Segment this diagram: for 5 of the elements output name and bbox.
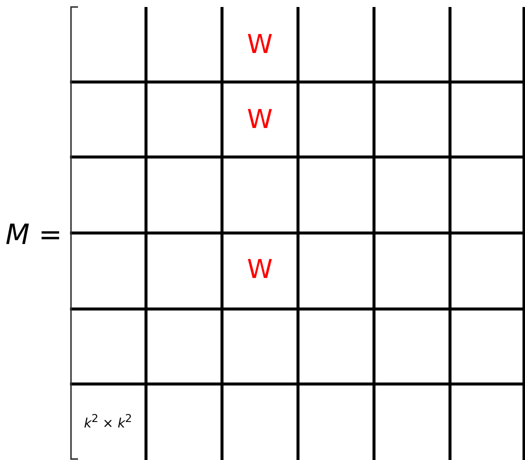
cell-label: W [247, 257, 273, 283]
matrix-size-label: k$^{2}$ × k$^{2}$ [84, 414, 132, 430]
cell-label: W [247, 107, 273, 133]
matrix-label: M = [6, 221, 62, 249]
cell-label: W [247, 32, 273, 58]
